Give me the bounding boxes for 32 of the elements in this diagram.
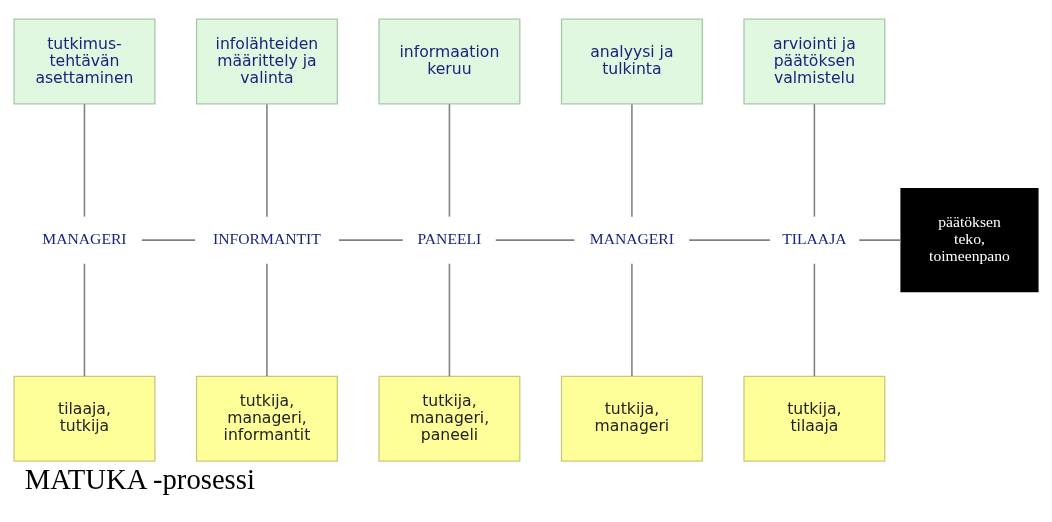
connector <box>448 103 451 218</box>
node-box: infolähteiden määrittely ja valinta <box>195 18 338 105</box>
connector <box>688 239 771 241</box>
node-text: PANEELI <box>417 230 482 248</box>
node-box: analyysi ja tulkinta <box>560 18 703 105</box>
connector <box>813 262 816 377</box>
connector <box>83 262 86 377</box>
connector <box>266 103 268 218</box>
node-text: MANAGERI <box>589 230 675 248</box>
node-text: TILAAJA <box>782 230 847 248</box>
node-box: tutkija, tilaaja <box>743 375 886 462</box>
node-text: MANAGERI <box>42 230 127 248</box>
node-box: arviointi ja päätöksen valmistelu <box>743 18 886 105</box>
node-box: tutkija, manageri, informantit <box>195 375 338 462</box>
connector <box>813 103 816 218</box>
node-box: päätöksen teko, toimeenpano <box>900 188 1039 293</box>
caption: MATUKA -prosessi <box>24 463 255 496</box>
connector <box>858 239 902 241</box>
connector <box>631 103 633 218</box>
connector <box>83 103 86 218</box>
connector <box>631 262 633 377</box>
node-text: INFORMANTIT <box>213 230 321 248</box>
node-box: informaation keruu <box>378 18 521 105</box>
node-box: tilaaja, tutkija <box>13 375 156 462</box>
connector <box>266 262 268 377</box>
connector <box>495 239 576 241</box>
node-box: tutkija, manageri <box>560 375 703 462</box>
connector <box>338 239 404 241</box>
connector <box>448 262 451 377</box>
connector <box>141 239 196 241</box>
node-box: tutkija, manageri, paneeli <box>378 375 521 462</box>
node-box: tutkimus- tehtävän asettaminen <box>13 18 156 105</box>
